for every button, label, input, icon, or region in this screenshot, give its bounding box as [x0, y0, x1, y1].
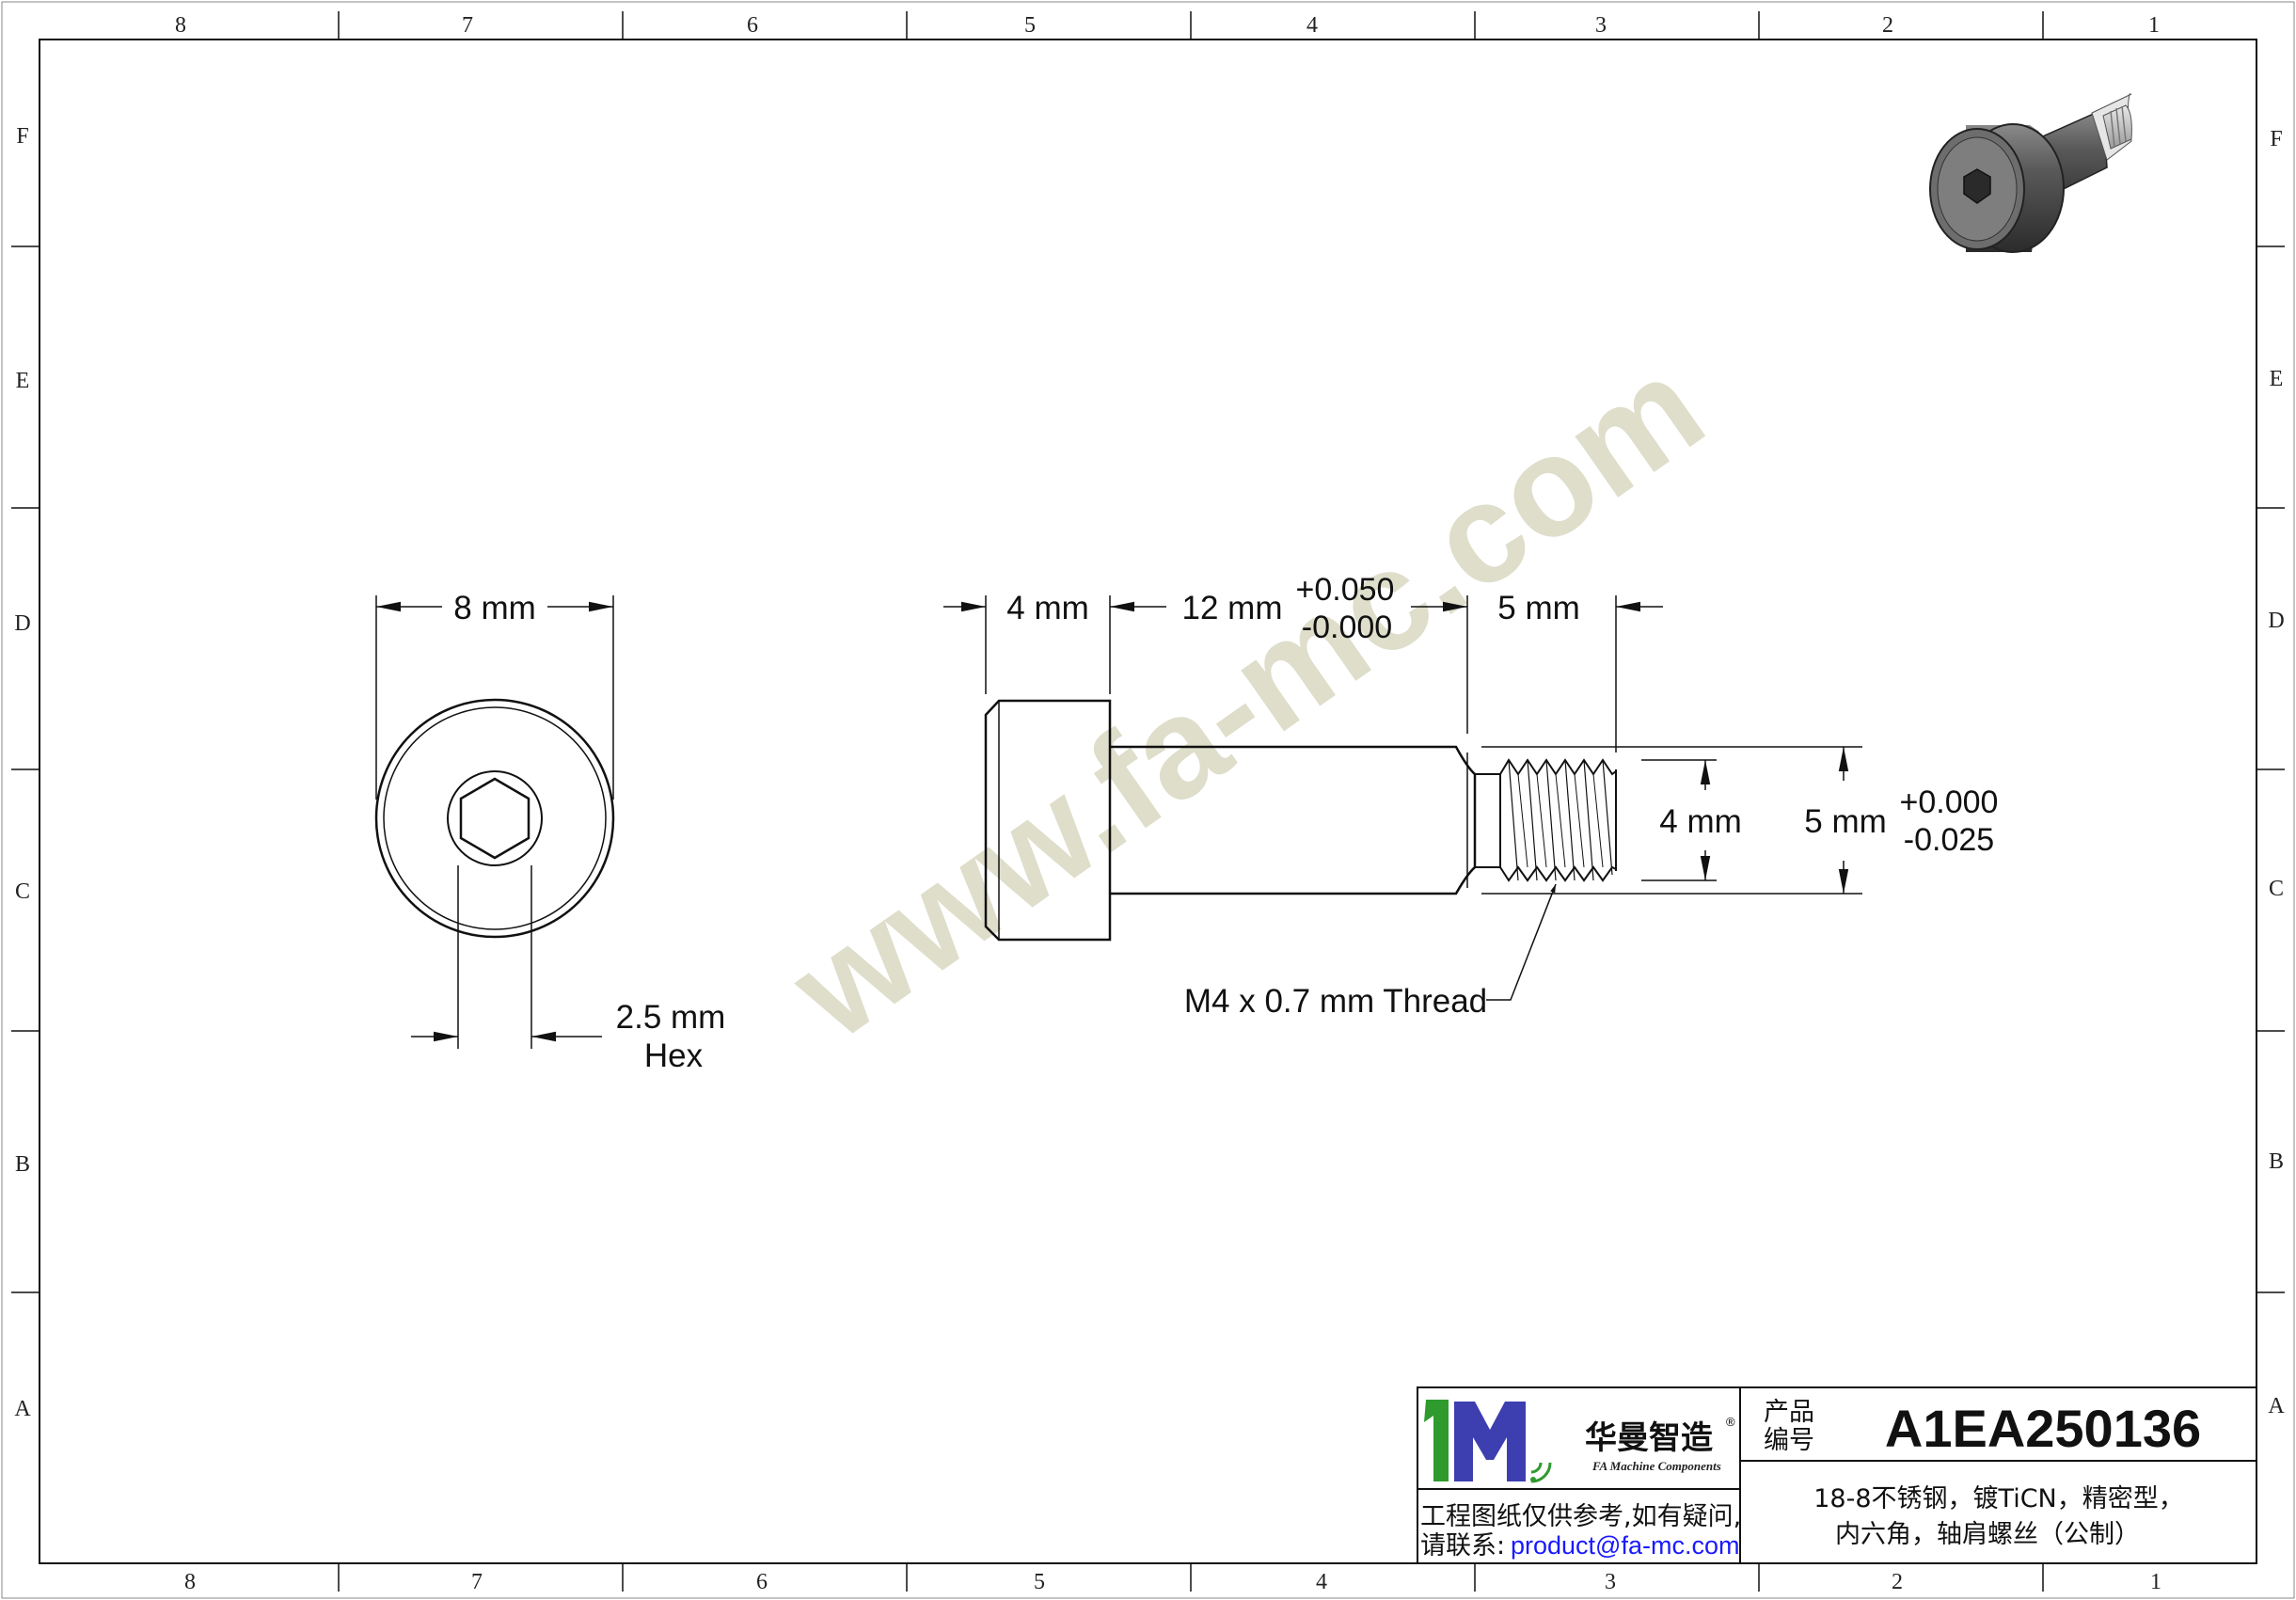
shoulder-length-tol-upper: +0.050: [1296, 572, 1395, 608]
zone-row-d: D: [14, 611, 30, 636]
zone-row-c: C: [2269, 877, 2284, 901]
company-logo: 华曼智造 FA Machine Components ®: [1424, 1400, 1735, 1483]
zone-col-4: 4: [1306, 13, 1318, 38]
zone-row-f: F: [16, 124, 28, 149]
thread: [1499, 758, 1617, 882]
part-no-label-1: 产品: [1764, 1398, 1814, 1427]
part-no-label-2: 编号: [1764, 1426, 1814, 1455]
zone-col-7: 7: [471, 1570, 483, 1594]
zone-col-1: 1: [2148, 13, 2160, 38]
brand-name: 华曼智造: [1585, 1419, 1713, 1457]
zone-col-2: 2: [1882, 13, 1893, 38]
registered-mark: ®: [1726, 1415, 1735, 1429]
hex-socket-icon: [1963, 168, 1991, 204]
screw-shoulder: [1110, 745, 1477, 895]
zone-labels-left: F E D C B A: [14, 124, 31, 1421]
watermark: www.fa-mc.com: [763, 326, 1730, 1069]
head-length-dimension: 4 mm: [1006, 590, 1089, 626]
zone-ticks: [11, 11, 2285, 1592]
isometric-thumbnail: [1929, 93, 2132, 253]
part-number: A1EA250136: [1885, 1399, 2201, 1458]
head-outer-circle: [374, 698, 615, 939]
shoulder-length-tol-lower: -0.000: [1302, 610, 1392, 645]
brand-name-en: FA Machine Components: [1591, 1459, 1721, 1473]
drawing-border: [39, 39, 2257, 1564]
zone-col-5: 5: [1034, 1570, 1045, 1594]
contact-email[interactable]: product@fa-mc.com: [1511, 1531, 1739, 1560]
zone-col-5: 5: [1024, 13, 1036, 38]
zone-col-1: 1: [2150, 1570, 2161, 1594]
zone-row-a: A: [2268, 1394, 2285, 1418]
shoulder-dia-tol-upper: +0.000: [1900, 784, 1999, 820]
hex-socket: [459, 777, 530, 860]
end-view: 8 mm 2.5 mm Hex: [374, 590, 726, 1074]
description-line-2: 内六角，轴肩螺丝（公制）: [1835, 1520, 2140, 1549]
note-line-1: 工程图纸仅供参考,如有疑问,: [1420, 1502, 1741, 1531]
zone-row-d: D: [2268, 609, 2284, 633]
zone-row-e: E: [2270, 367, 2284, 391]
zone-col-6: 6: [747, 13, 758, 38]
diameter-dimension: 8 mm: [453, 590, 536, 626]
note-prefix: 请联系:: [1420, 1531, 1505, 1560]
zone-labels-top: 8 7 6 5 4 3 2 1: [175, 13, 2160, 38]
head-chamfer-circle: [383, 706, 607, 930]
zone-col-2: 2: [1892, 1570, 1903, 1594]
shoulder-dia-tol-lower: -0.025: [1904, 822, 1994, 858]
side-view: 4 mm 12 mm +0.050 -0.000 5 mm 4 mm 5 mm …: [943, 572, 1998, 1020]
zone-row-b: B: [15, 1152, 30, 1177]
socket-circle: [447, 770, 543, 866]
zone-labels-bottom: 8 7 6 5 4 3 2 1: [184, 1570, 2161, 1594]
zone-row-f: F: [2270, 127, 2282, 151]
logo-m-icon: [1454, 1402, 1526, 1481]
zone-labels-right: F E D C B A: [2268, 127, 2285, 1418]
zone-col-3: 3: [1605, 1570, 1616, 1594]
zone-col-8: 8: [175, 13, 186, 38]
zone-col-3: 3: [1595, 13, 1607, 38]
zone-col-8: 8: [184, 1570, 196, 1594]
shoulder-diameter-dimension: 5 mm: [1804, 803, 1887, 840]
thread-diameter-dimension: 4 mm: [1659, 803, 1742, 840]
zone-col-6: 6: [756, 1570, 768, 1594]
zone-col-7: 7: [462, 13, 473, 38]
description-line-1: 18-8不锈钢，镀TiCN，精密型，: [1813, 1484, 2184, 1513]
shoulder-length-dimension: 12 mm: [1182, 590, 1283, 626]
hex-dimension: 2.5 mm: [616, 999, 726, 1036]
zone-col-4: 4: [1316, 1570, 1327, 1594]
hex-label: Hex: [644, 1038, 704, 1074]
thread-length-dimension: 5 mm: [1497, 590, 1580, 626]
zone-row-b: B: [2269, 1149, 2284, 1174]
logo-one-icon: [1424, 1400, 1449, 1481]
zone-row-e: E: [16, 369, 30, 393]
zone-row-c: C: [15, 879, 30, 904]
title-block: 华曼智造 FA Machine Components ® 产品 编号 A1EA2…: [1417, 1386, 2257, 1564]
zone-row-a: A: [14, 1397, 31, 1421]
thread-callout: M4 x 0.7 mm Thread: [1184, 983, 1487, 1020]
